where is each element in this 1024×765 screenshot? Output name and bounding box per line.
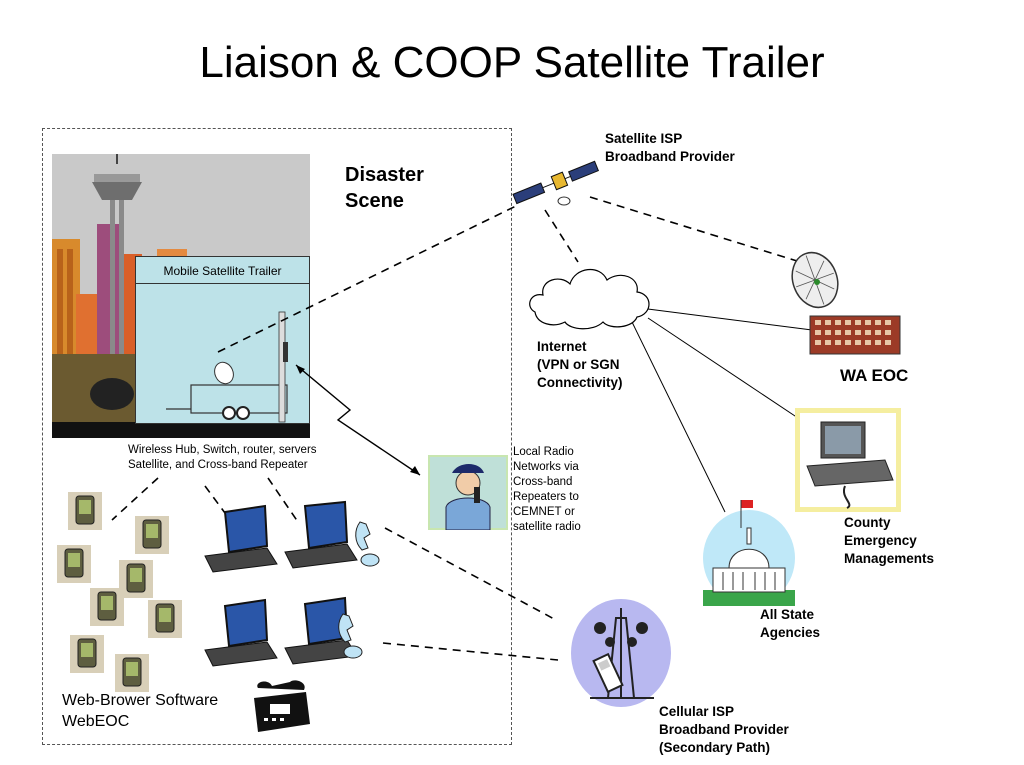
pda-icon (135, 516, 169, 554)
pda-icon (70, 635, 104, 673)
pda-icon (148, 600, 182, 638)
cellular-isp-label: Cellular ISP Broadband Provider (Seconda… (659, 704, 789, 755)
disaster-scene-label: Disaster Scene (345, 164, 424, 212)
laptop-group (204, 500, 358, 667)
dish-building-icon (791, 251, 901, 355)
county-label: County Emergency Managements (844, 515, 935, 566)
laptop-icon (204, 504, 278, 573)
capitol-icon (703, 500, 795, 606)
laptop-icon (795, 408, 901, 512)
disaster-scene-frame (42, 128, 512, 745)
page-title: Liaison & COOP Satellite Trailer (199, 38, 825, 87)
web-browser-label: Web-Brower Software WebEOC (62, 692, 219, 730)
pda-icon (119, 560, 153, 598)
trailer-panel (135, 256, 310, 424)
pda-icon (68, 492, 102, 530)
phone-icon (338, 613, 363, 659)
satellite-icon (512, 160, 600, 206)
local-radio-label: Local Radio Networks via Cross-band Repe… (513, 446, 581, 533)
fax-icon (254, 680, 310, 732)
pda-icon (115, 654, 149, 692)
wireless-hub-label: Wireless Hub, Switch, router, servers Sa… (128, 444, 317, 471)
trailer-label: Mobile Satellite Trailer (135, 256, 310, 284)
laptop-icon (284, 500, 358, 569)
all-state-label: All State Agencies (760, 607, 821, 640)
pda-icon (57, 545, 91, 583)
phone-icon (355, 521, 380, 567)
wa-eoc-label: WA EOC (840, 366, 909, 385)
pda-icon (90, 588, 124, 626)
pda-group (57, 492, 182, 692)
laptop-icon (204, 598, 278, 667)
satellite-isp-label: Satellite ISP Broadband Provider (605, 131, 735, 164)
cloud-icon (529, 269, 650, 330)
police-officer-icon (428, 455, 508, 530)
cell-tower-icon (571, 599, 671, 707)
internet-label: Internet (VPN or SGN Connectivity) (537, 339, 623, 390)
